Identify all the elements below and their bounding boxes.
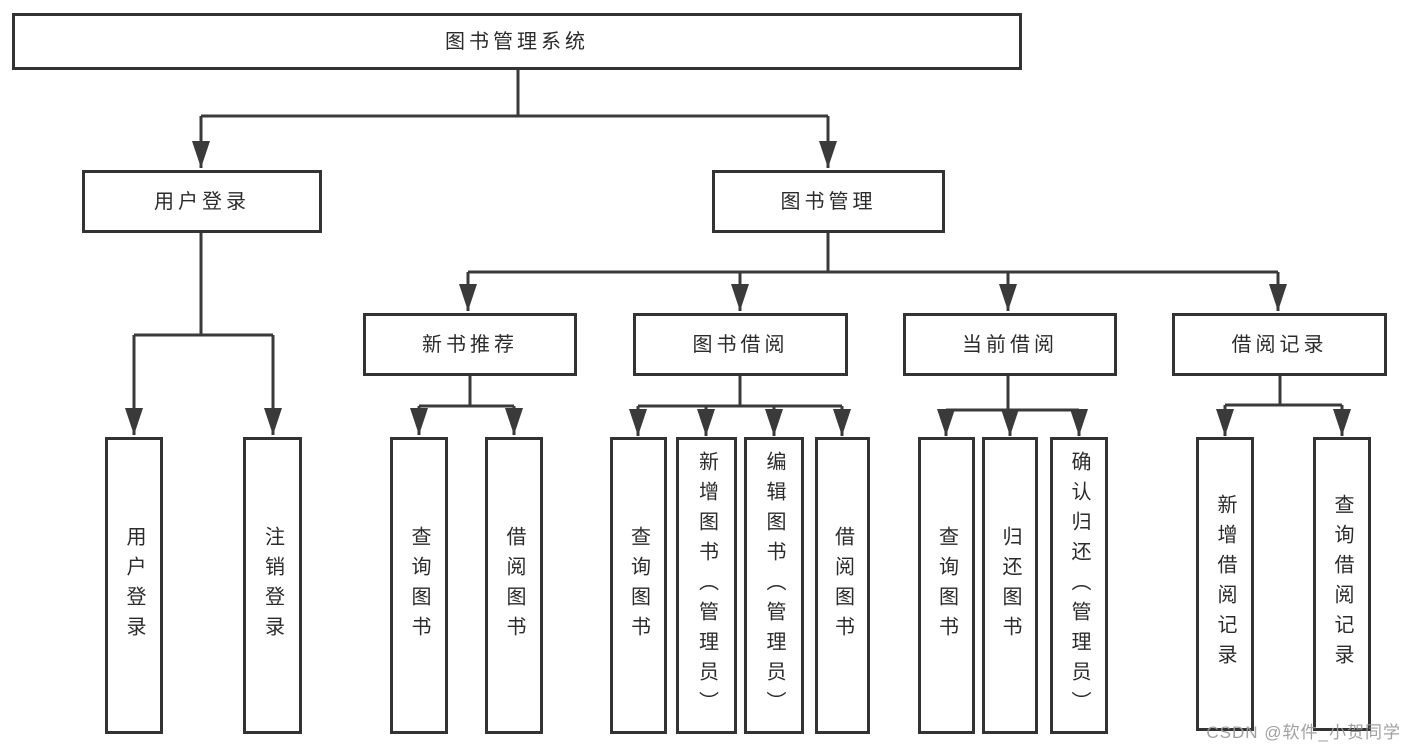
leaf-logout: 注销登录 (243, 437, 302, 734)
node-new-book-recommend: 新书推荐 (363, 313, 577, 376)
csdn-watermark: CSDN @软件_小贺同学 (1206, 723, 1401, 742)
leaf-current-query-books: 查询图书 (918, 437, 975, 734)
node-user-login: 用户登录 (82, 170, 322, 233)
leaf-borrowing-edit-books-admin: 编辑图书（管理员） (744, 437, 804, 734)
leaf-records-add-record: 新增借阅记录 (1196, 437, 1254, 731)
node-current-borrowing: 当前借阅 (903, 313, 1117, 376)
leaf-user-login: 用户登录 (105, 437, 163, 734)
leaf-borrowing-query-books: 查询图书 (610, 437, 667, 734)
node-book-borrowing: 图书借阅 (633, 313, 848, 376)
leaf-current-return-books: 归还图书 (982, 437, 1038, 734)
leaf-recommend-borrow-books: 借阅图书 (485, 437, 543, 734)
node-borrowing-records: 借阅记录 (1172, 313, 1387, 376)
leaf-borrowing-add-books-admin: 新增图书（管理员） (676, 437, 737, 734)
leaf-borrowing-borrow-books: 借阅图书 (815, 437, 870, 734)
node-book-management: 图书管理 (712, 170, 945, 233)
node-root-system: 图书管理系统 (12, 13, 1022, 70)
leaf-records-query-record: 查询借阅记录 (1313, 437, 1371, 731)
leaf-current-confirm-return-admin: 确认归还（管理员） (1050, 437, 1108, 734)
leaf-recommend-query-books: 查询图书 (390, 437, 448, 734)
